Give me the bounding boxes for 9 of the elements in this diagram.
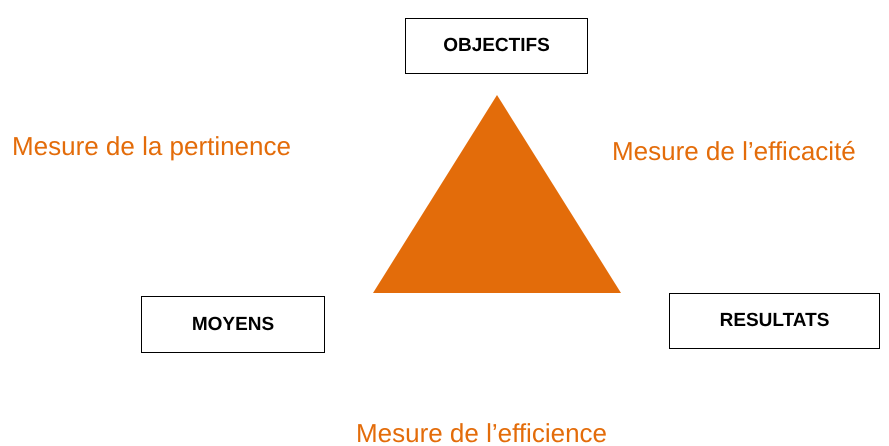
- node-label: OBJECTIFS: [443, 35, 550, 57]
- text-box: [405, 18, 588, 74]
- node-label: MOYENS: [192, 314, 274, 336]
- node-label: RESULTATS: [720, 310, 830, 332]
- measure-label: Mesure de la pertinence: [12, 131, 291, 161]
- text-box: [669, 293, 880, 349]
- measure-label: Mesure de l’efficience: [356, 418, 607, 446]
- text-box: [141, 296, 325, 353]
- measure-label: Mesure de l’efficacité: [612, 136, 856, 166]
